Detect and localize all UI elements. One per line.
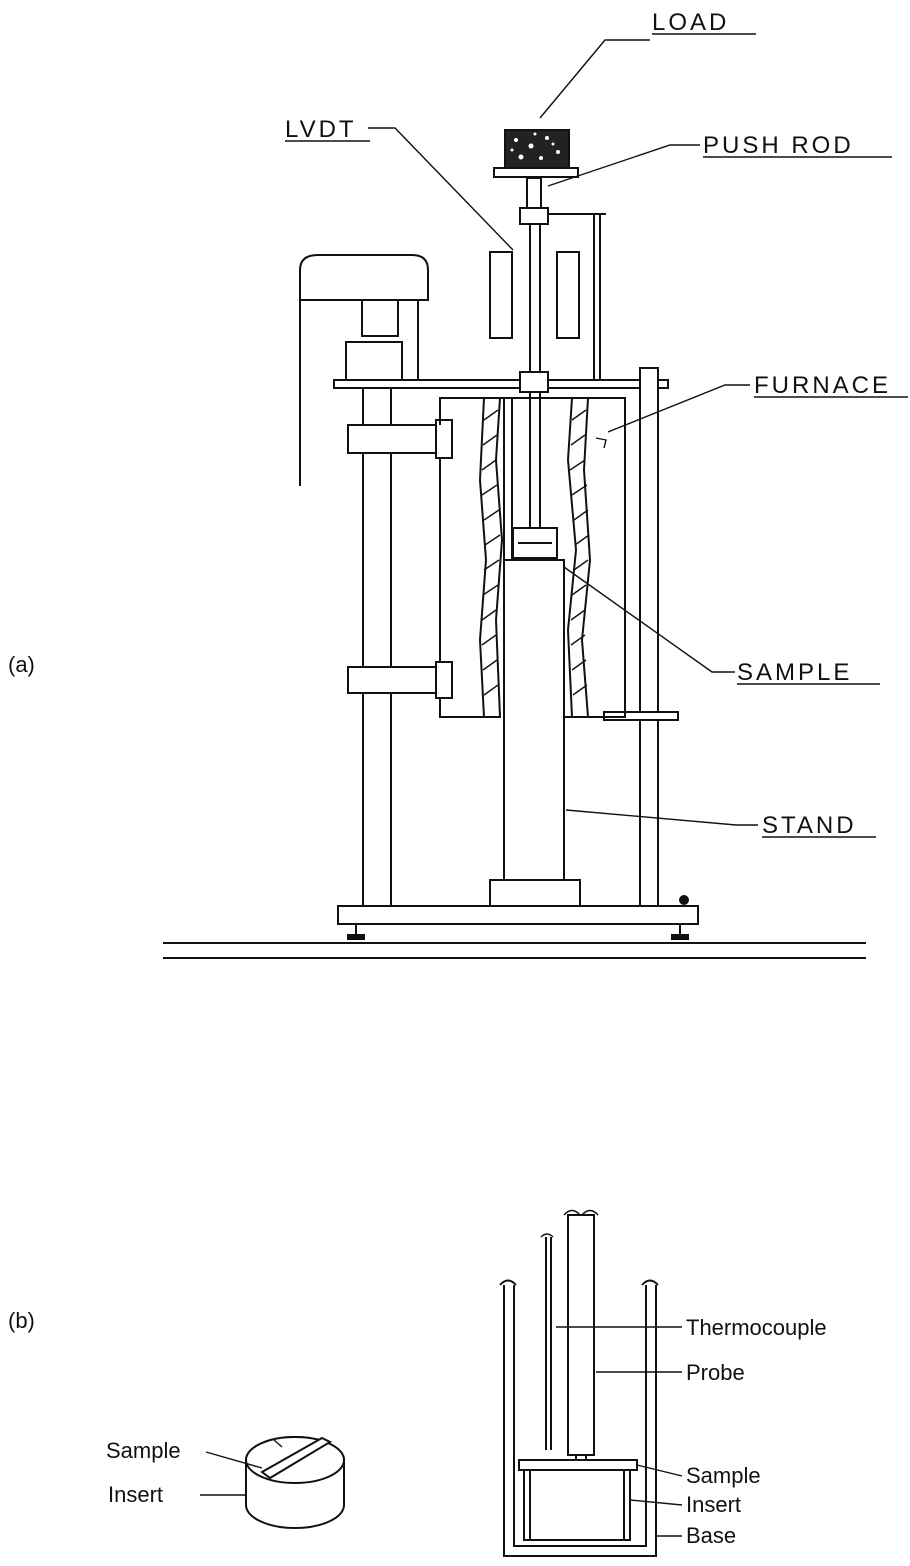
label-stand: STAND bbox=[762, 812, 857, 839]
probe bbox=[563, 1209, 599, 1462]
label-sample-a: SAMPLE bbox=[737, 659, 852, 686]
panel-b-label: (b) bbox=[8, 1308, 35, 1333]
label-sample-b-right: Sample bbox=[686, 1463, 761, 1488]
label-lvdt: LVDT bbox=[285, 116, 357, 143]
label-load: LOAD bbox=[652, 9, 729, 36]
top-plate bbox=[333, 379, 669, 389]
leader-lines-b-left bbox=[200, 1451, 263, 1496]
right-column bbox=[603, 367, 679, 907]
label-insert-b-left: Insert bbox=[108, 1482, 163, 1507]
load-weight bbox=[493, 129, 579, 178]
furnace bbox=[439, 397, 626, 718]
label-push-rod: PUSH ROD bbox=[703, 132, 854, 159]
leader-lines-b-right bbox=[556, 1326, 683, 1537]
labels-a: LOAD PUSH ROD LVDT FURNACE SAMPLE STAND bbox=[285, 9, 908, 839]
floor-lines bbox=[163, 942, 866, 959]
label-probe: Probe bbox=[686, 1360, 745, 1385]
label-insert-b-right: Insert bbox=[686, 1492, 741, 1517]
panel-a-label: (a) bbox=[8, 652, 35, 677]
thermocouple bbox=[540, 1233, 554, 1450]
leader-lines-a bbox=[368, 39, 758, 826]
motor-assembly bbox=[299, 254, 429, 486]
label-furnace: FURNACE bbox=[754, 372, 891, 399]
left-column bbox=[347, 387, 453, 907]
sample-stand bbox=[489, 527, 581, 907]
label-base: Base bbox=[686, 1523, 736, 1548]
sample-insert-b bbox=[518, 1459, 638, 1541]
push-rod bbox=[503, 177, 606, 565]
label-thermocouple: Thermocouple bbox=[686, 1315, 827, 1340]
lvdt-coils bbox=[489, 251, 580, 339]
insert-cylinder bbox=[245, 1436, 345, 1529]
container-section bbox=[499, 1279, 659, 1557]
label-sample-b-left: Sample bbox=[106, 1438, 181, 1463]
